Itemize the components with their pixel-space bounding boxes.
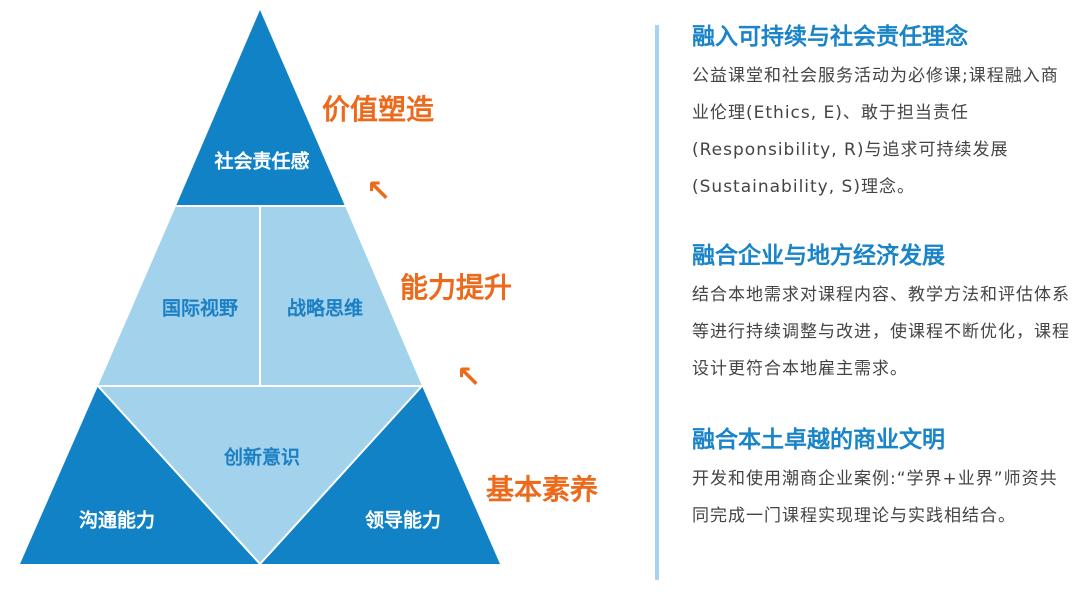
section-title: 融合企业与地方经济发展: [692, 243, 945, 269]
pyramid-bottom-left: [20, 386, 260, 564]
level-ability-improvement: 能力提升: [400, 271, 513, 304]
pyramid-bottom-center: [98, 386, 422, 564]
label-leadership: 领导能力: [364, 509, 442, 532]
section-title: 融合本土卓越的商业文明: [692, 427, 945, 453]
section-business-civilization: 融合本土卓越的商业文明 开发和使用潮商企业案例:“学界+业界”师资共同完成一门课…: [692, 425, 1072, 535]
pyramid-top-segment: [176, 10, 345, 206]
label-communication: 沟通能力: [78, 509, 156, 532]
label-social-responsibility: 社会责任感: [214, 150, 310, 173]
section-local-economy: 融合企业与地方经济发展 结合本地需求对课程内容、教学方法和评估体系等进行持续调整…: [692, 241, 1072, 388]
pyramid-diagram: [20, 10, 500, 565]
section-sustainability: 融入可持续与社会责任理念 公益课堂和社会服务活动为必修课;课程融入商业伦理(Et…: [692, 22, 1072, 206]
section-body: 开发和使用潮商企业案例:“学界+业界”师资共同完成一门课程实现理论与实践相结合。: [692, 469, 1058, 526]
section-body: 公益课堂和社会服务活动为必修课;课程融入商业伦理(Ethics, E)、敢于担当…: [692, 66, 1059, 197]
label-international-vision: 国际视野: [161, 297, 239, 320]
label-innovation: 创新意识: [223, 446, 301, 469]
section-title: 融入可持续与社会责任理念: [692, 24, 968, 50]
divider: [97, 385, 261, 565]
arrow-up-left-icon: ↖: [456, 360, 482, 395]
level-value-shaping: 价值塑造: [322, 93, 435, 126]
vertical-divider: [655, 25, 659, 580]
section-body: 结合本地需求对课程内容、教学方法和评估体系等进行持续调整与改进，使课程不断优化，…: [692, 285, 1070, 379]
level-basic-literacy: 基本素养: [486, 473, 599, 506]
arrow-up-left-icon: ↖: [366, 174, 392, 209]
divider: [259, 385, 423, 565]
pyramid-bottom-right: [260, 386, 500, 564]
label-strategic-thinking: 战略思维: [286, 297, 364, 320]
